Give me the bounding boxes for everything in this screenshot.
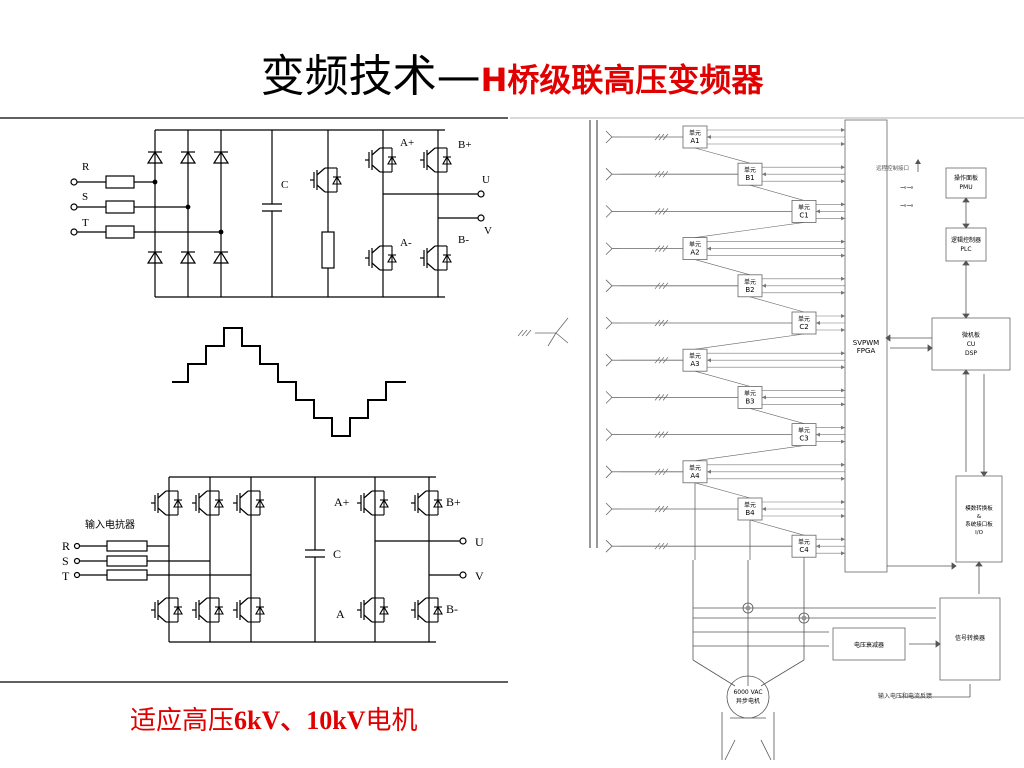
motor-label-1: 6000 VAC [733,689,762,696]
subtitle-voltages: 6kV、10kV [234,706,366,735]
power-cell-label: B1 [745,174,754,182]
page-title: 变频技术—H桥级联高压变频器 [0,40,1024,104]
feedback-label: 输入电压和电流反馈 [878,692,932,700]
top-capacitor-label: C [281,179,288,191]
signal-converter-label: 信号转换器 [955,634,985,642]
bottom-capacitor-label: C [333,547,341,561]
title-main: 变频技术— [260,51,481,102]
bottom-switch-a-plus: A+ [334,495,350,509]
bottom-switch-b-plus: B+ [446,495,461,509]
fpga-label-1: SVPWM [853,339,879,347]
power-cell-label: C1 [799,211,808,219]
plc-label-1: 逻辑控制器 [951,236,981,244]
svg-text:⊸⊸: ⊸⊸ [900,183,914,192]
power-cell-label: B2 [745,286,754,294]
power-cell-prefix: 单元 [798,538,810,546]
reactor-label: 输入电抗器 [85,518,135,531]
cu-label-3: DSP [965,350,977,357]
power-cell-prefix: 单元 [798,203,810,211]
power-cell-label: B3 [745,397,754,405]
voltage-attenuator-label: 电压衰减器 [854,641,884,649]
power-cell-label: C3 [799,435,808,443]
io-label-3: 系统接口板 [965,520,993,528]
io-label-2: & [977,514,982,520]
cu-label-2: CU [967,341,976,348]
top-input-s: S [82,191,88,203]
power-cell-prefix: 单元 [744,278,756,286]
plc-label-2: PLC [960,246,971,253]
bottom-input-r: R [62,539,70,553]
svg-text:⊸⊸: ⊸⊸ [900,201,914,210]
power-cell-prefix: 单元 [798,427,810,435]
circuit-bottom [73,476,467,643]
power-cell-prefix: 单元 [689,129,701,137]
bottom-output-v: V [475,569,484,583]
top-output-u: U [482,174,490,186]
pmu-label-1: 操作面板 [954,174,978,182]
stepped-waveform [172,327,406,437]
motor-label-2: 异步电机 [736,697,760,705]
top-output-v: V [484,225,492,237]
top-input-r: R [82,161,90,173]
power-cell-label: A2 [690,249,699,257]
io-label-1: 模数转换板 [965,504,993,512]
subtitle: 适应高压6kV、10kV电机 [130,700,418,737]
bottom-output-u: U [475,535,484,549]
power-cell-label: B4 [745,509,755,517]
bottom-switch-b-minus: B- [446,602,458,616]
power-cell-prefix: 单元 [689,464,701,472]
top-input-t: T [82,217,89,229]
title-highlight: H桥级联高压变频器 [480,61,764,99]
power-cell-prefix: 单元 [689,352,701,360]
top-switch-b-minus: B- [458,234,469,246]
power-cell-label: C4 [799,546,809,554]
bottom-switch-a: A [336,607,345,621]
circuit-top [70,129,485,298]
top-switch-b-plus: B+ [458,139,472,151]
io-label-4: I/O [975,530,983,536]
bottom-input-t: T [62,569,70,583]
top-switch-a-plus: A+ [400,137,414,149]
power-cell-prefix: 单元 [689,241,701,249]
subtitle-prefix: 适应高压 [130,706,235,736]
power-cell-label: A3 [690,360,699,368]
power-cell-label: A1 [690,137,699,145]
power-cell-label: C2 [799,323,808,331]
power-cell-prefix: 单元 [744,501,756,509]
pmu-label-2: PMU [959,184,972,191]
power-cell-prefix: 单元 [798,315,810,323]
bottom-input-s: S [62,554,69,568]
cu-label-1: 微机板 [962,331,980,339]
power-cell-prefix: 单元 [744,389,756,397]
fpga-label-2: FPGA [857,347,876,355]
power-cell-prefix: 单元 [744,166,756,174]
subtitle-suffix: 电机 [365,706,418,736]
power-cell-label: A4 [690,472,700,480]
remote-interface-label: 远程控制接口 [876,164,909,172]
top-switch-a-minus: A- [400,237,412,249]
system-diagram: 单元A1单元B1单元C1单元A2单元B2单元C2单元A3单元B3单元C3单元A4… [510,117,1024,761]
